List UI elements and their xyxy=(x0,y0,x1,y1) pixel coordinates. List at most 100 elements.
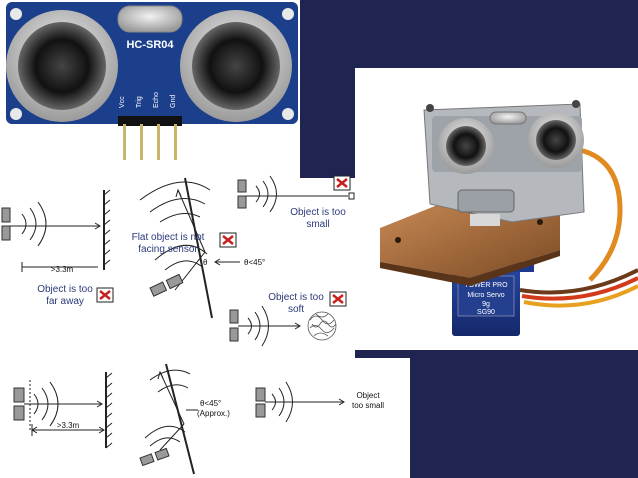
arrow-head xyxy=(338,398,345,406)
arrow-head xyxy=(175,188,182,198)
soft-label-line2: soft xyxy=(288,304,304,315)
bracket-hinge xyxy=(457,189,515,213)
sensor-wire xyxy=(579,147,623,282)
arrow-head xyxy=(294,322,301,330)
reflect-wave xyxy=(139,181,211,201)
dim-arrows xyxy=(31,426,105,434)
arrow-head xyxy=(96,400,103,408)
reflect-wave xyxy=(149,198,206,213)
wave xyxy=(255,185,260,203)
mini-sensor xyxy=(1,207,11,223)
wave xyxy=(144,425,186,439)
bottom-small-label-line1: Object xyxy=(356,391,380,400)
far-label-line1: Object is too xyxy=(37,284,93,295)
wave xyxy=(29,207,37,241)
arrow-head xyxy=(94,222,101,230)
diagram-too-far xyxy=(1,189,111,272)
navy-background-bottom xyxy=(410,358,638,478)
pin xyxy=(140,124,143,160)
wooden-base-edge xyxy=(380,250,560,286)
mini-sensor xyxy=(237,179,247,193)
far-label-line2: far away xyxy=(46,296,84,307)
bottom-distance-label: >3.3m xyxy=(57,421,80,430)
pin-label-vcc: Vcc xyxy=(119,96,126,108)
mini-sensor xyxy=(237,195,247,209)
pin xyxy=(157,124,160,160)
wave xyxy=(157,384,189,393)
diagram-bottom-distance xyxy=(13,372,113,449)
mini-sensor-tilted xyxy=(149,273,184,297)
mini-sensor xyxy=(229,327,239,342)
arrow-head xyxy=(214,258,221,266)
arrow-head xyxy=(157,370,164,380)
wave xyxy=(154,244,208,261)
mounted-right-mesh xyxy=(536,120,576,160)
diagram-bottom-angle xyxy=(139,363,198,475)
diagram-bottom-small xyxy=(255,381,345,423)
bottom-angle-label: θ<45° xyxy=(200,399,221,408)
servo-weight: 9g xyxy=(482,301,490,308)
screw-hole xyxy=(537,219,543,225)
mount-hole xyxy=(282,8,294,20)
pin xyxy=(123,124,126,160)
navy-background-side xyxy=(300,0,355,178)
wave xyxy=(37,201,47,247)
pin-header xyxy=(118,116,182,126)
mount-hole xyxy=(282,108,294,120)
wave xyxy=(149,437,181,447)
sensor-model-label: HC-SR04 xyxy=(126,39,174,51)
diagram-too-soft xyxy=(229,305,337,347)
servo-wire-brown xyxy=(519,268,638,295)
mini-sensor xyxy=(229,309,239,324)
soft-label-line1: Object is too xyxy=(268,292,324,303)
mount-hole xyxy=(10,108,22,120)
navy-background-top xyxy=(300,0,638,68)
x-mark-icon xyxy=(219,232,237,248)
distance-label: >3.3m xyxy=(51,265,74,274)
tilted-wall xyxy=(165,363,195,475)
theta-symbol: θ xyxy=(203,258,208,267)
pin-label-gnd: Gnd xyxy=(170,95,177,108)
bottom-angle-approx: (Approx.) xyxy=(197,409,230,418)
pin-label-trig: Trig xyxy=(136,96,143,108)
mini-sensor xyxy=(1,225,11,241)
wave xyxy=(149,369,191,381)
reflect-line xyxy=(159,371,185,425)
x-mark-icon xyxy=(329,291,347,307)
angle-label: θ<45° xyxy=(244,258,265,267)
wall-hatch xyxy=(103,189,111,266)
wave xyxy=(164,260,202,271)
bottom-diagram-panel xyxy=(0,358,410,478)
flat-label-line2: facing sensor xyxy=(138,244,198,255)
right-transducer-mesh xyxy=(192,22,280,110)
left-transducer-mesh xyxy=(18,22,106,110)
wall-hatch xyxy=(105,372,113,449)
small-label-line2: small xyxy=(306,219,329,230)
mounted-left-mesh xyxy=(446,126,486,166)
wave xyxy=(262,180,269,208)
mini-sensor xyxy=(13,405,25,421)
servo-sub: SG90 xyxy=(477,309,495,316)
mini-sensor xyxy=(255,403,266,418)
soft-object xyxy=(307,311,337,341)
x-mark-icon xyxy=(333,175,351,191)
bracket-screw xyxy=(426,104,434,112)
servo-model: Micro Servo xyxy=(467,292,504,299)
servo-wire-orange xyxy=(523,284,638,308)
wave xyxy=(21,213,27,235)
servo-brand: TOWER PRO xyxy=(464,282,508,289)
mini-sensor-tilted xyxy=(139,447,170,467)
x-mark-icon xyxy=(96,287,114,303)
mini-sensor xyxy=(13,387,25,403)
small-label-line1: Object is too xyxy=(290,207,346,218)
flat-label-line1: Flat object is not xyxy=(132,232,205,243)
pin-label-echo: Echo xyxy=(153,92,160,108)
bracket-screw xyxy=(572,100,580,108)
navy-background-strip xyxy=(355,350,638,358)
hc-sr04-sensor: HC-SR04 Vcc Trig Echo Gnd xyxy=(6,2,298,160)
screw-hole xyxy=(395,237,401,243)
servo-horn xyxy=(470,214,500,226)
small-object xyxy=(348,192,355,200)
mounted-crystal xyxy=(489,111,527,125)
